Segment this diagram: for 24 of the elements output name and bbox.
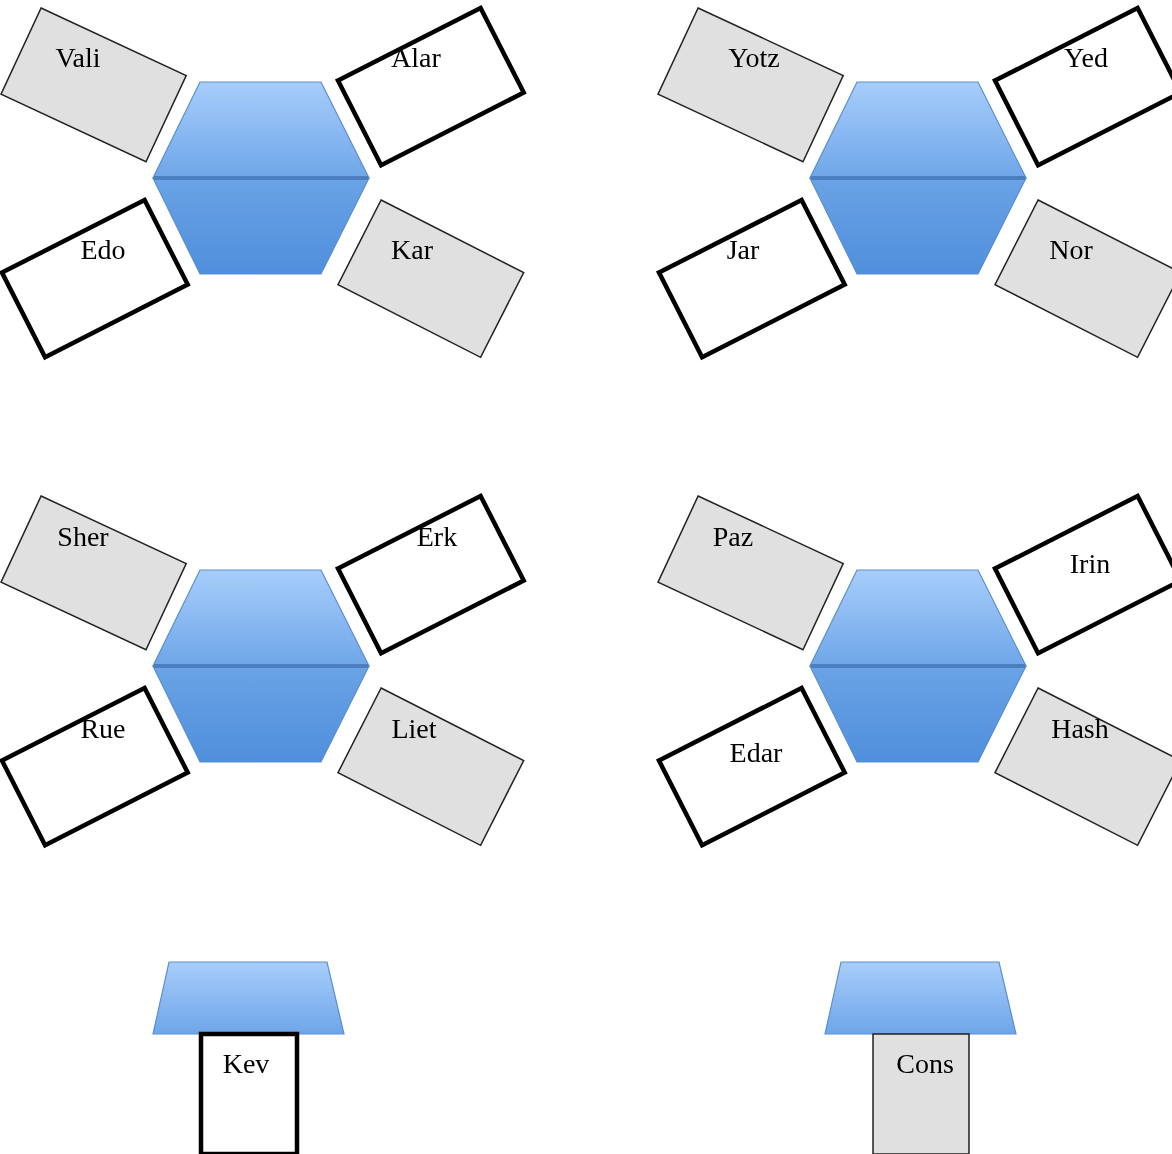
name-label: Yotz	[728, 42, 780, 74]
table	[824, 961, 1017, 1035]
name-label: Edo	[80, 234, 126, 266]
name-label: Edar	[729, 737, 783, 769]
name-label: Hash	[1051, 713, 1109, 745]
name-label: Kar	[391, 234, 433, 266]
name-label: Yed	[1064, 42, 1108, 74]
name-label: Paz	[712, 521, 754, 553]
table	[809, 81, 1027, 275]
table	[809, 569, 1027, 763]
name-label: Liet	[391, 713, 437, 745]
table	[152, 569, 370, 763]
name-label: Erk	[416, 521, 458, 553]
name-label: Irin	[1069, 548, 1111, 580]
name-label: Jar	[726, 234, 760, 266]
name-label: Kev	[222, 1048, 270, 1080]
name-label: Vali	[55, 42, 101, 74]
name-label: Sher	[57, 521, 109, 553]
table	[152, 961, 345, 1035]
name-label: Nor	[1049, 234, 1093, 266]
name-label: Cons	[896, 1048, 954, 1080]
name-label: Alar	[391, 42, 441, 74]
table	[152, 81, 370, 275]
name-label: Rue	[80, 713, 126, 745]
